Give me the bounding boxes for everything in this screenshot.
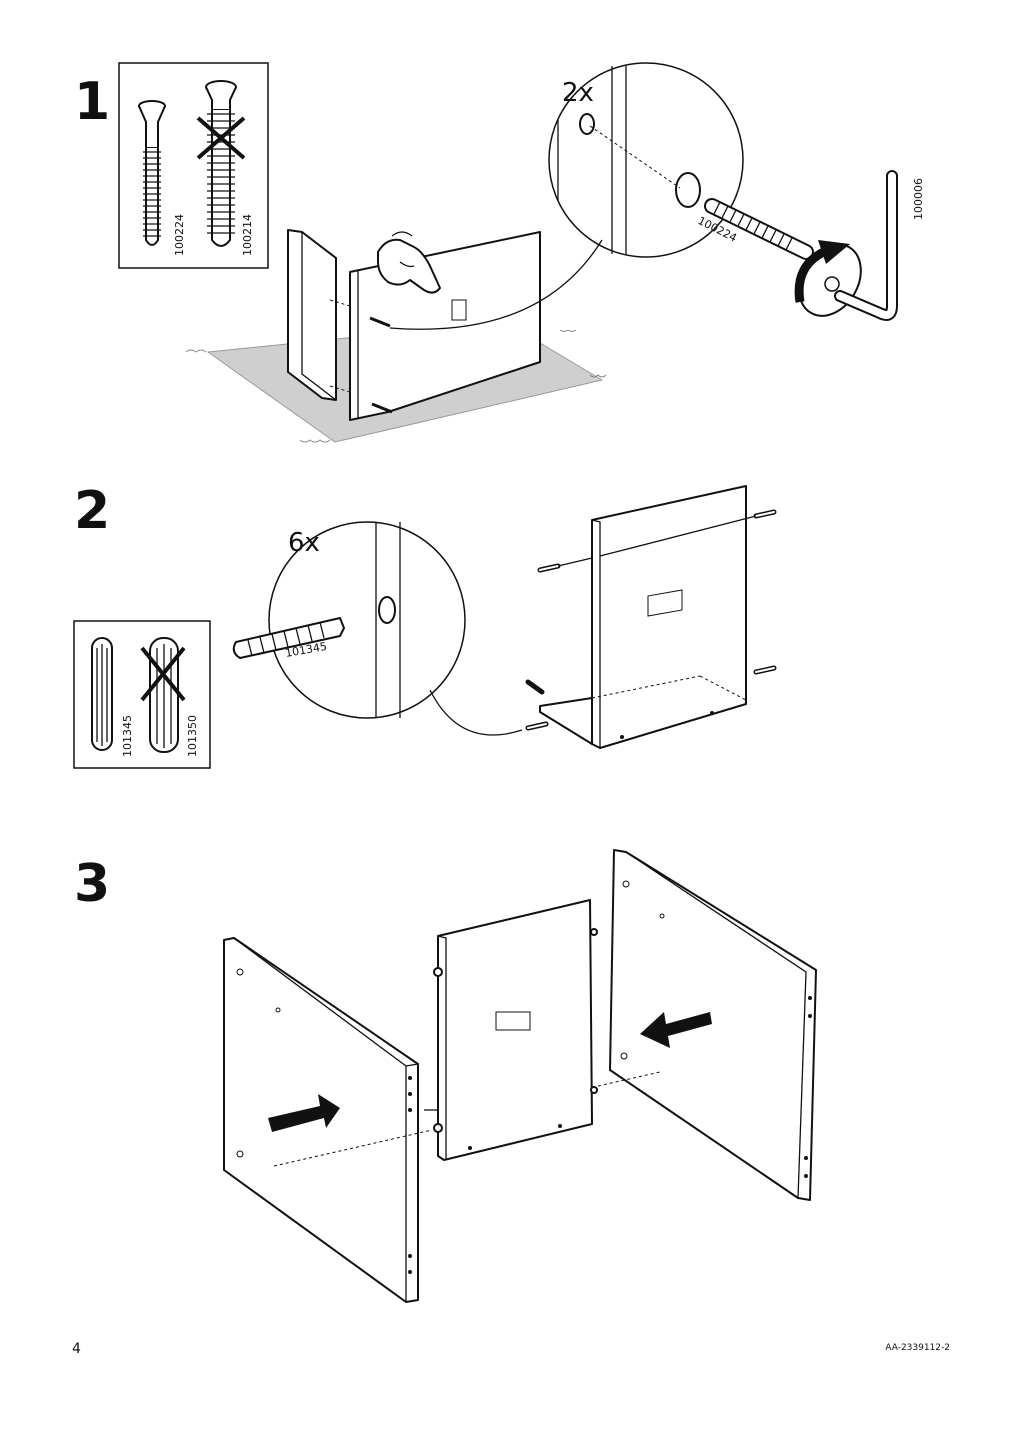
rotation-arrow-icon bbox=[794, 245, 830, 303]
wrong-screw-icon bbox=[196, 80, 246, 247]
dowel-icon bbox=[91, 637, 113, 751]
step-1-part-wrong: 100214 bbox=[241, 214, 254, 256]
page-number: 4 bbox=[72, 1341, 81, 1357]
middle-back-panel bbox=[424, 899, 598, 1161]
document-code: AA-2339112-2 bbox=[885, 1343, 950, 1353]
step-1-number: 1 bbox=[74, 72, 111, 132]
step-3-number: 3 bbox=[74, 854, 111, 914]
allen-key-icon bbox=[834, 170, 898, 321]
left-side-panel bbox=[223, 937, 433, 1303]
push-arrow-right-icon bbox=[268, 1094, 340, 1132]
step-1-parts-box bbox=[118, 62, 269, 269]
panel-with-base bbox=[525, 485, 777, 749]
step-1-quantity: 2x bbox=[562, 78, 594, 108]
step-2-part-correct: 101345 bbox=[121, 715, 134, 757]
step-2-part-wrong: 101350 bbox=[186, 715, 199, 757]
wrong-dowel-icon bbox=[140, 637, 186, 753]
step-2-callout bbox=[268, 521, 523, 736]
hand-icon bbox=[377, 231, 441, 294]
step-1-callout bbox=[389, 62, 744, 330]
push-arrow-left-icon bbox=[640, 1012, 712, 1048]
step-2-number: 2 bbox=[74, 481, 111, 541]
step-1-illustration: 100224 100214 2x bbox=[118, 62, 925, 443]
step-1-tool-part: 100006 bbox=[912, 178, 925, 220]
step-2-parts-box bbox=[73, 620, 211, 769]
step-2-illustration: 101345 101350 6x 101345 bbox=[73, 485, 777, 769]
step-3-illustration bbox=[223, 849, 817, 1303]
right-side-panel bbox=[597, 849, 817, 1201]
callout-dowel-icon bbox=[232, 617, 345, 659]
step-2-quantity: 6x bbox=[288, 528, 320, 558]
step-1-part-correct: 100224 bbox=[173, 214, 186, 256]
screw-icon bbox=[138, 100, 166, 246]
